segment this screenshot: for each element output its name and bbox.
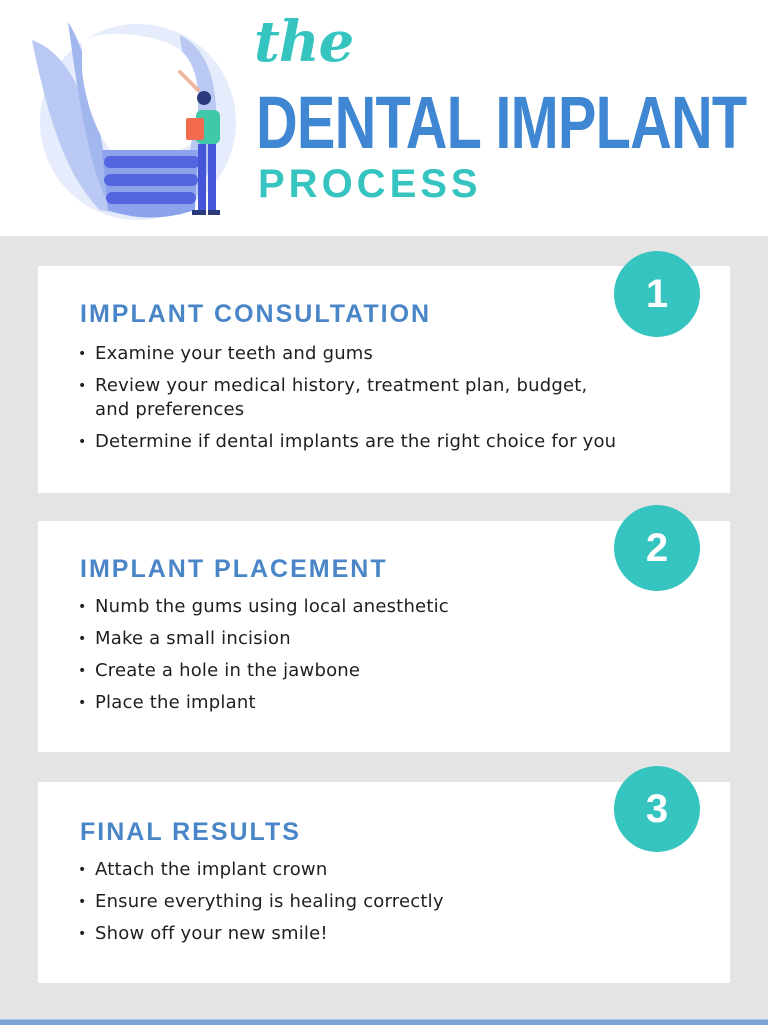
list-item: Create a hole in the jawbone bbox=[78, 659, 678, 683]
step-title: IMPLANT PLACEMENT bbox=[80, 555, 388, 583]
list-item: Place the implant bbox=[78, 691, 678, 715]
step-number-badge: 1 bbox=[614, 251, 700, 337]
list-item: Examine your teeth and gums bbox=[78, 342, 678, 366]
step-title: FINAL RESULTS bbox=[80, 818, 301, 846]
step-number-badge: 2 bbox=[614, 505, 700, 591]
bottom-divider bbox=[0, 1019, 768, 1025]
title-prefix: the bbox=[254, 9, 354, 75]
list-item: Determine if dental implants are the rig… bbox=[78, 430, 678, 454]
list-item: Ensure everything is healing correctly bbox=[78, 890, 678, 914]
list-item: Show off your new smile! bbox=[78, 922, 678, 946]
step-card-results: FINAL RESULTS Attach the implant crown E… bbox=[38, 782, 730, 983]
page-subtitle: PROCESS bbox=[258, 162, 482, 206]
list-item: Attach the implant crown bbox=[78, 858, 678, 882]
list-item: Numb the gums using local anesthetic bbox=[78, 595, 678, 619]
step-title: IMPLANT CONSULTATION bbox=[80, 300, 432, 328]
step-list: Examine your teeth and gums Review your … bbox=[78, 342, 678, 462]
tooth-implant-illustration bbox=[32, 22, 236, 220]
page-title: DENTAL IMPLANT bbox=[256, 81, 747, 164]
list-item: Review your medical history, treatment p… bbox=[78, 374, 678, 422]
step-list: Attach the implant crown Ensure everythi… bbox=[78, 858, 678, 954]
header: the DENTAL IMPLANT PROCESS bbox=[0, 0, 768, 236]
list-item: Make a small incision bbox=[78, 627, 678, 651]
step-number-badge: 3 bbox=[614, 766, 700, 852]
step-card-placement: IMPLANT PLACEMENT Numb the gums using lo… bbox=[38, 521, 730, 752]
step-list: Numb the gums using local anesthetic Mak… bbox=[78, 595, 678, 723]
